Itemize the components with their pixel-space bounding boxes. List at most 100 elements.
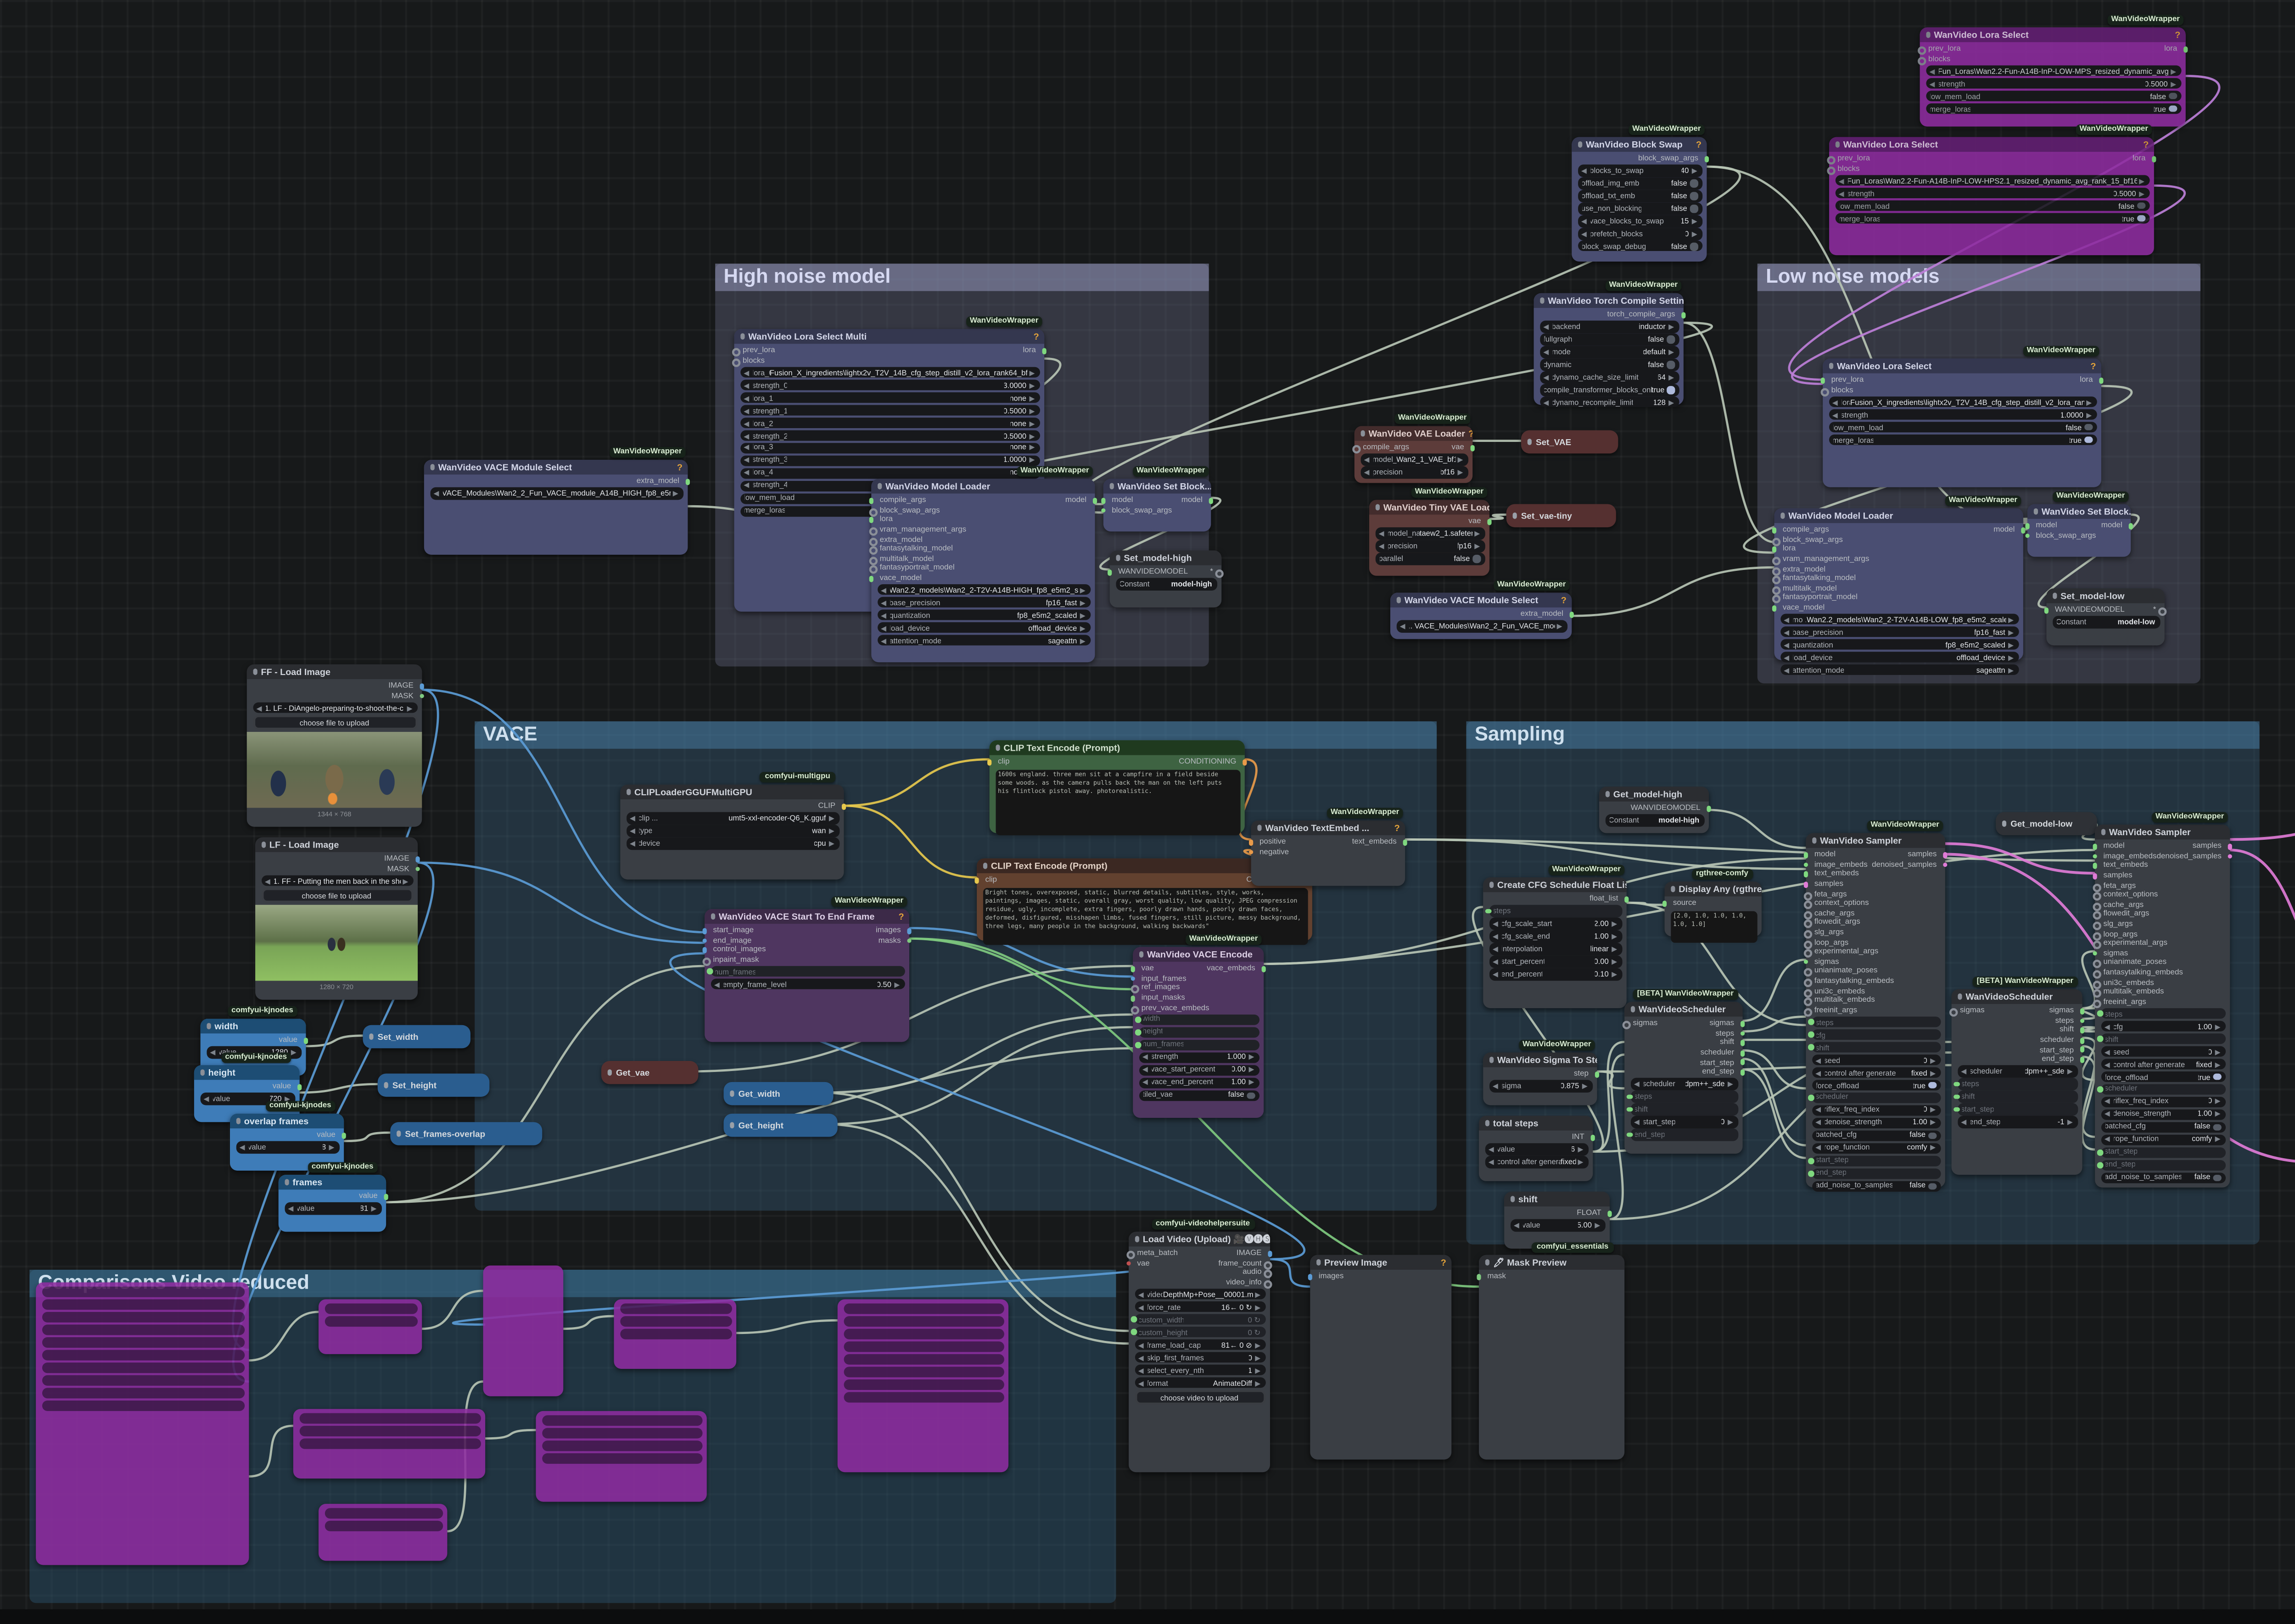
output-scheduler[interactable]: scheduler [1624,1048,1746,1057]
widget-start-step[interactable]: start_step [1954,1104,2077,1115]
node-header[interactable]: frames [278,1175,386,1190]
node-wanvideo-torch-compile-settings[interactable]: WanVideo Torch Compile Settings?torch_co… [1534,293,1687,408]
node-load-video-upload[interactable]: Load Video (Upload) 🎥🅥🅗🅢?meta_batchvaeIM… [1125,1232,1273,1473]
node-header[interactable]: WanVideo Block Swap? [1572,137,1707,152]
node-header[interactable]: total steps [1479,1116,1593,1131]
help-icon[interactable]: ? [1394,822,1400,833]
node-header[interactable]: overlap frames [230,1113,344,1129]
output-lora[interactable]: lora [734,346,1047,356]
node-header[interactable]: WanVideo Set Block... [1103,479,1211,494]
node-header[interactable]: FF - Load Image [246,664,422,680]
input-positive[interactable]: positive [1248,837,1405,847]
input-slg-args[interactable]: slg_args [1803,927,1945,938]
node-wanvideo-tiny-vae-loader[interactable]: WanVideo Tiny VAE Loader?vae◀model_namet… [1369,500,1493,576]
output-value[interactable]: value [201,1036,309,1045]
input-block-swap-args[interactable]: block_swap_args [1100,505,1211,515]
node-header[interactable]: WanVideo Sigma To Step? [1483,1052,1597,1067]
input-loop-args[interactable]: loop_args [1803,938,1945,949]
text-widget[interactable]: [2.0, 1.0, 1.0, 1.0, 1.0, 1.0] [1669,910,1757,942]
input-multitalk-embeds[interactable]: multitalk_embeds [2092,987,2230,998]
help-icon[interactable]: ? [1440,1257,1446,1268]
node-display-any-rgthree[interactable]: Display Any (rgthree)source[2.0, 1.0, 1.… [1662,882,1762,942]
widget-steps[interactable]: steps [1627,1091,1738,1102]
input-unianimate-poses[interactable]: unianimate_poses [1803,966,1945,977]
input-block-swap-args[interactable]: block_swap_args [2024,530,2131,540]
node-get-vae[interactable]: Get_vae [601,1060,699,1084]
input-samples[interactable]: samples [1803,879,1945,889]
input-blocks[interactable]: blocks [1917,54,2186,65]
widget-end-step[interactable]: end_step [1627,1129,1738,1140]
input-prev-lora[interactable]: prev_lora [1826,154,2154,165]
input-extra-model[interactable]: extra_model [868,535,1095,546]
input-prev-lora[interactable]: prev_lora [731,346,1045,357]
input-experimental-args[interactable]: experimental_args [2092,938,2230,949]
widget-model-name[interactable]: ◀model_nameWan2_1_VAE_bf16.safetensors▶ [1360,454,1467,465]
widget-scheduler[interactable]: scheduler [2097,1083,2225,1095]
input-text-embeds[interactable]: text_embeds [1803,870,1945,879]
node-header[interactable]: Display Any (rgthree) [1664,882,1762,897]
node-get-height[interactable]: Get_height [723,1113,838,1137]
input-multitalk-model[interactable]: multitalk_model [868,554,1095,565]
node-header[interactable]: CLIPLoaderGGUFMultiGPU [620,784,844,799]
input-fantasytalking-model[interactable]: fantasytalking_model [868,544,1095,555]
input-context-options[interactable]: context_options [1803,899,1945,910]
node-header[interactable]: WanVideo VACE Module Select? [424,459,688,475]
input-extra-model[interactable]: extra_model [1771,564,2023,575]
input-input-frames[interactable]: input_frames [1130,974,1264,983]
widget-lora-0[interactable]: ◀lora_0Fusion_X_ingredients\lightx2v_T2V… [739,367,1039,378]
widget-combo[interactable]: ◀.. VACE_Modules\Wan2_2_Fun_VACE_module_… [1395,621,1567,632]
node-set-width[interactable]: Set_width [363,1025,470,1049]
output-vace-embeds[interactable]: vace_embeds [1133,964,1267,974]
input-images[interactable]: images [1307,1272,1451,1282]
input-samples[interactable]: samples [2092,871,2230,880]
node-header[interactable]: 🖊 Mask Preview [1479,1255,1625,1270]
widget-steps[interactable]: steps [2097,1008,2225,1019]
output-lora[interactable]: lora [1920,45,2189,54]
output-scheduler[interactable]: scheduler [1952,1035,2085,1045]
input-lora[interactable]: lora [868,515,1095,525]
widget-shift[interactable]: shift [1808,1042,1940,1053]
input-slg-args[interactable]: slg_args [2092,919,2230,930]
output-masks[interactable]: masks [705,936,912,945]
output-samples[interactable]: samples [2095,842,2233,851]
input-vram-management-args[interactable]: vram_management_args [868,525,1095,536]
widget-steps[interactable]: steps [1808,1016,1940,1028]
input-mask[interactable]: mask [1476,1272,1624,1282]
widget-steps[interactable]: steps [1954,1078,2077,1090]
output-float-list[interactable]: float_list [1483,894,1630,904]
widget-width[interactable]: width [1135,1014,1259,1025]
output-value[interactable]: value [230,1131,347,1140]
widget-combo[interactable]: ◀Fun_Loras\Wan2.2-Fun-A14B-InP-LOW-MPS_r… [1925,65,2181,77]
input-vram-management-args[interactable]: vram_management_args [1771,554,2023,565]
